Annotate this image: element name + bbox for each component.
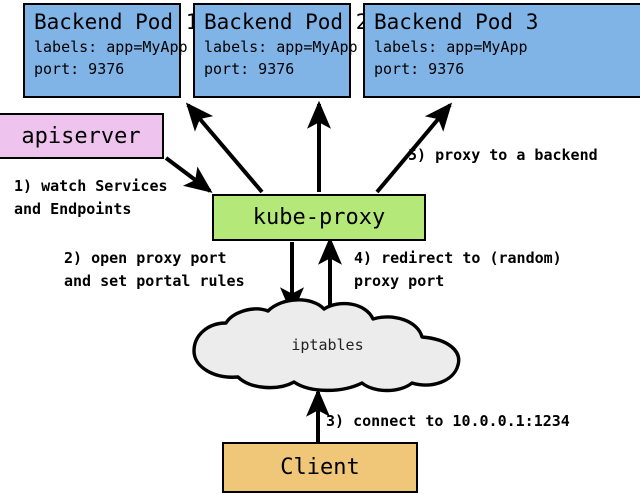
step-2-label: 2) open proxy port and set portal rules — [64, 247, 245, 293]
pod-2-labels: labels: app=MyApp — [204, 38, 358, 56]
pod-3-port: port: 9376 — [374, 60, 465, 78]
step-5-line-1: 5) proxy to a backend — [408, 146, 598, 164]
kube-proxy-label: kube-proxy — [252, 205, 386, 230]
pod-2-title: Backend Pod 2 — [204, 10, 369, 34]
step-4-line-2: proxy port — [354, 272, 445, 290]
pod-3-title: Backend Pod 3 — [374, 10, 539, 34]
apiserver-node: apiserver — [0, 113, 164, 159]
iptables-label: iptables — [291, 336, 364, 354]
client-node: Client — [222, 442, 418, 493]
step-3-label: 3) connect to 10.0.0.1:1234 — [326, 410, 570, 433]
step-2-line-2: and set portal rules — [64, 272, 245, 290]
apiserver-label: apiserver — [21, 123, 141, 149]
arrow-kubeproxy-to-pod1 — [185, 102, 264, 194]
step-2-line-1: 2) open proxy port — [64, 249, 227, 267]
client-label: Client — [280, 455, 360, 480]
pod-3-labels: labels: app=MyApp — [374, 38, 528, 56]
iptables-cloud-shape — [192, 298, 461, 393]
pod-1-port: port: 9376 — [34, 60, 125, 78]
arrow-apiserver-to-kubeproxy — [164, 156, 213, 193]
pod-1-title: Backend Pod 1 — [34, 10, 199, 34]
step-1-label: 1) watch Services and Endpoints — [14, 175, 168, 221]
step-1-line-2: and Endpoints — [14, 200, 132, 218]
step-1-line-1: 1) watch Services — [14, 177, 168, 195]
pod-2-port: port: 9376 — [204, 60, 295, 78]
step-4-line-1: 4) redirect to (random) — [354, 249, 562, 267]
pod-1-labels: labels: app=MyApp — [34, 38, 188, 56]
backend-pod-1: Backend Pod 1 labels: app=MyApp port: 93… — [23, 3, 199, 98]
kube-proxy-node: kube-proxy — [212, 194, 426, 241]
step-3-line-1: 3) connect to 10.0.0.1:1234 — [326, 412, 570, 430]
backend-pod-2: Backend Pod 2 labels: app=MyApp port: 93… — [193, 3, 369, 98]
backend-pod-3: Backend Pod 3 labels: app=MyApp port: 93… — [363, 3, 640, 98]
step-4-label: 4) redirect to (random) proxy port — [354, 247, 562, 293]
step-5-label: 5) proxy to a backend — [408, 144, 598, 167]
